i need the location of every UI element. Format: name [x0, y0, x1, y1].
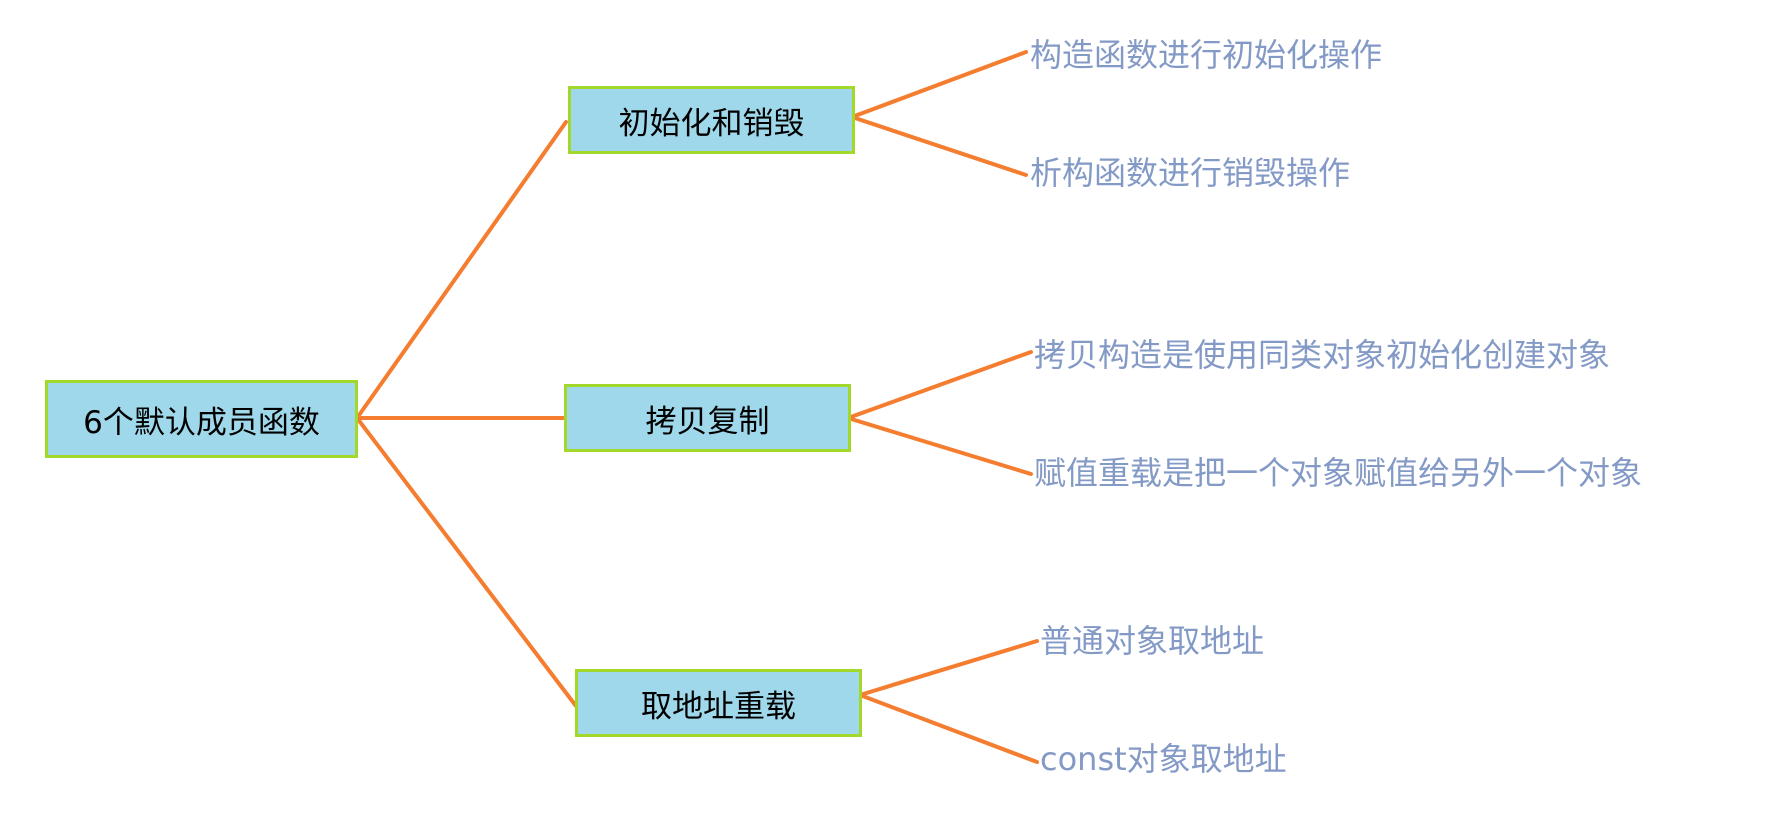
branch-node-address-overload: 取地址重载 [575, 669, 862, 737]
leaf-destructor-destroy: 析构函数进行销毁操作 [1030, 154, 1351, 192]
leaf-copy-constructor: 拷贝构造是使用同类对象初始化创建对象 [1034, 336, 1611, 374]
edge-root-branch-1 [355, 120, 568, 420]
edge-branch-1-leaf-2 [850, 115, 1028, 177]
root-node-label: 6个默认成员函数 [83, 404, 320, 441]
edge-branch-3-leaf-1 [858, 639, 1039, 697]
edge-root-branch-3 [355, 416, 578, 708]
leaf-normal-object-address: 普通对象取地址 [1040, 622, 1265, 660]
branch-node-init-destroy: 初始化和销毁 [568, 86, 855, 154]
branch-node-copy: 拷贝复制 [564, 384, 851, 452]
branch-node-label: 取地址重载 [641, 688, 796, 725]
edge-branch-3-leaf-2 [858, 693, 1039, 764]
edge-branch-2-leaf-1 [846, 350, 1033, 420]
edge-branch-1-leaf-1 [850, 50, 1028, 119]
root-node: 6个默认成员函数 [45, 380, 358, 458]
leaf-assignment-overload: 赋值重载是把一个对象赋值给另外一个对象 [1034, 454, 1643, 492]
branch-node-label: 初始化和销毁 [618, 105, 805, 142]
leaf-const-object-address: const对象取地址 [1040, 740, 1287, 778]
edge-branch-2-leaf-2 [846, 416, 1033, 476]
branch-node-label: 拷贝复制 [645, 403, 770, 440]
leaf-constructor-init: 构造函数进行初始化操作 [1030, 36, 1383, 74]
